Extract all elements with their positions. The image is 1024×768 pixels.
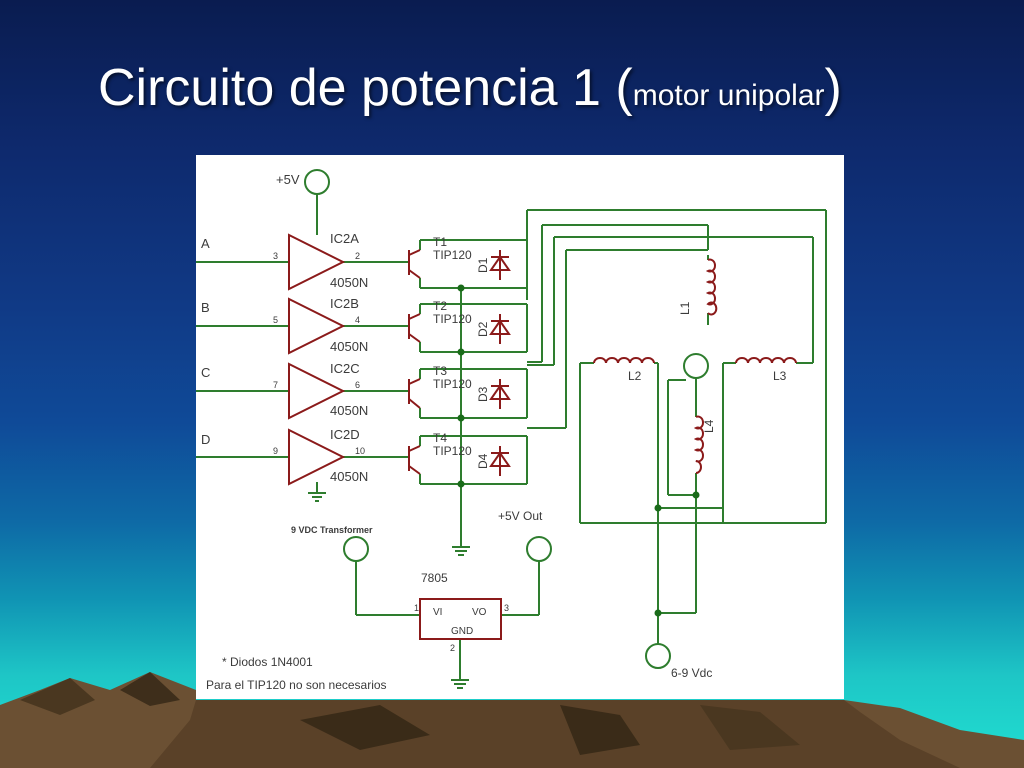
ic2b-pin-out: 4 [355,315,360,325]
t1-label: T1 [433,235,447,249]
ic2a-pin-out: 2 [355,251,360,261]
d2-label: D2 [476,321,490,337]
ic2c-pin-in: 7 [273,380,278,390]
regulator-pin2: 2 [450,643,455,653]
ic2b-part: 4050N [330,339,368,354]
input-a-label: A [201,236,210,251]
regulator-gnd: GND [451,626,473,637]
diodes [489,250,511,476]
supply-5v-label: +5V [276,172,300,187]
junction-dots [457,284,700,617]
ground-symbols [308,492,470,689]
transistors [408,249,421,475]
out-5v-label: +5V Out [498,509,543,523]
coil-l3-label: L3 [773,369,787,383]
input-d-label: D [201,432,210,447]
note-tip120: Para el TIP120 no son necesarios [206,678,387,692]
d4-label: D4 [476,453,490,469]
coil-l4-label: L4 [702,419,716,433]
motor-supply-label: 6-9 Vdc [671,666,712,680]
t2-model: TIP120 [433,312,472,326]
transformer-label: 9 VDC Transformer [291,525,373,535]
ic2d-pin-in: 9 [273,446,278,456]
supply-5v-terminal [304,169,330,195]
t4-label: T4 [433,431,447,445]
ic2d-pin-out: 10 [355,446,365,456]
regulator-vo: VO [472,607,487,618]
ic2c-pin-out: 6 [355,380,360,390]
ic2c-part: 4050N [330,403,368,418]
ic2b-pin-in: 5 [273,315,278,325]
regulator-pin1: 1 [414,603,419,613]
d1-label: D1 [476,257,490,273]
input-c-label: C [201,365,210,380]
ic2b-label: IC2B [330,296,359,311]
ic2a-label: IC2A [330,231,359,246]
regulator-name: 7805 [421,571,448,585]
circuit-schematic: +5V A B C D 3 5 7 9 2 4 6 10 IC2A IC2B I… [196,155,844,699]
slide-title-main: Circuito de potencia 1 ( [98,59,633,117]
t3-model: TIP120 [433,377,472,391]
t2-label: T2 [433,299,447,313]
ic2a-pin-in: 3 [273,251,278,261]
coil-l1-label: L1 [678,301,692,315]
regulator-vi: VI [433,607,442,618]
d3-label: D3 [476,386,490,402]
input-b-label: B [201,300,210,315]
note-diodes: * Diodos 1N4001 [222,655,313,669]
coil-l2-label: L2 [628,369,642,383]
motor-coils [593,258,797,474]
buffer-gates [288,233,346,486]
ic2d-label: IC2D [330,427,360,442]
regulator-pin3: 3 [504,603,509,613]
t4-model: TIP120 [433,444,472,458]
slide-title-close-paren: ) [824,59,842,117]
t3-label: T3 [433,364,447,378]
ic2c-label: IC2C [330,361,360,376]
ic2a-part: 4050N [330,275,368,290]
t1-model: TIP120 [433,248,472,262]
ic2d-part: 4050N [330,469,368,484]
slide-title-subtitle: motor unipolar [632,79,825,112]
regulator-7805 [419,598,502,640]
slide-title: Circuito de potencia 1 (motor unipolar) [98,58,842,118]
